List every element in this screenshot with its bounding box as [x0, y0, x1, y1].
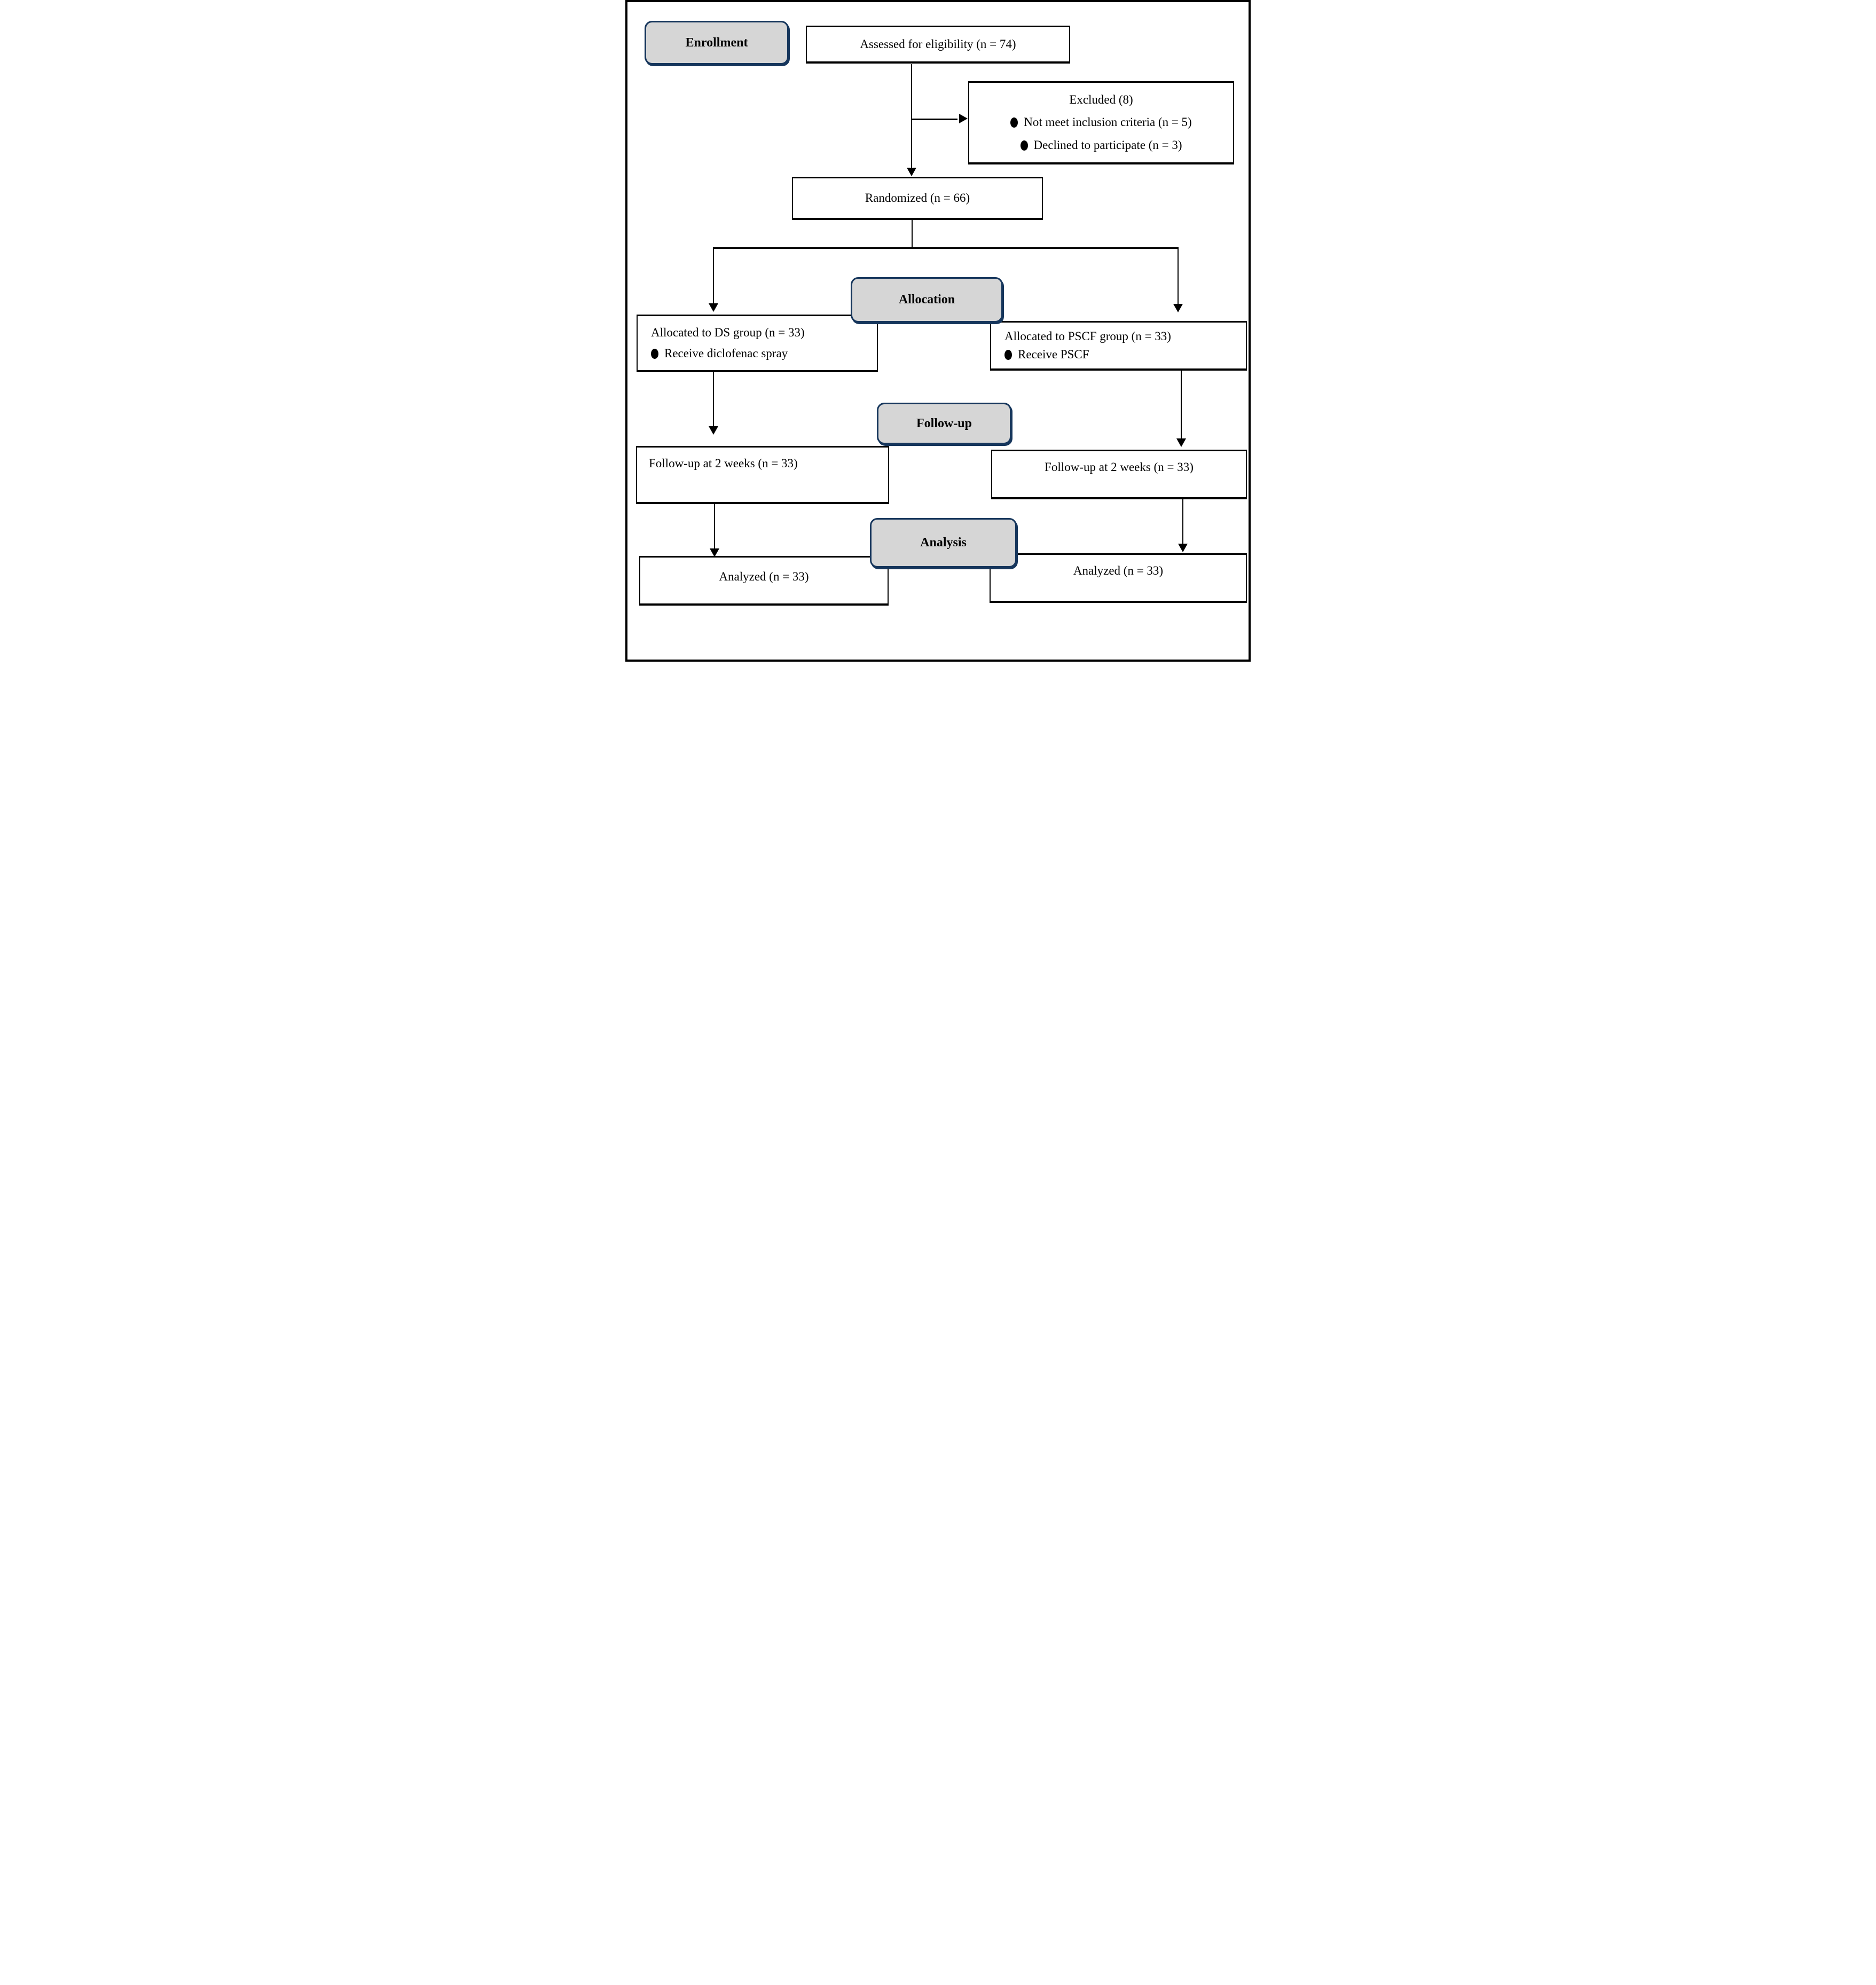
analyzed-right-box: Analyzed (n = 33)	[990, 553, 1247, 603]
arrowhead-down-icon	[710, 548, 719, 557]
arrowhead-down-icon	[1178, 544, 1188, 552]
allocated-ds-item-text: Receive diclofenac spray	[664, 346, 788, 360]
allocated-ds-box: Allocated to DS group (n = 33) Receive d…	[637, 315, 878, 372]
analyzed-left-box: Analyzed (n = 33)	[639, 556, 889, 606]
allocated-ds-item: Receive diclofenac spray	[651, 346, 872, 362]
excluded-item-text: Declined to participate (n = 3)	[1033, 138, 1182, 152]
bullet-icon	[1004, 349, 1012, 360]
excluded-item-text: Not meet inclusion criteria (n = 5)	[1024, 115, 1192, 129]
followup-left-box: Follow-up at 2 weeks (n = 33)	[636, 446, 889, 504]
connector-randomized-to-split	[912, 220, 913, 248]
bullet-icon	[651, 348, 658, 359]
excluded-item: Not meet inclusion criteria (n = 5)	[972, 115, 1230, 130]
allocated-pscf-box: Allocated to PSCF group (n = 33) Receive…	[990, 321, 1247, 371]
excluded-box: Excluded (8) Not meet inclusion criteria…	[968, 81, 1234, 164]
followup-left-text: Follow-up at 2 weeks (n = 33)	[649, 457, 798, 470]
randomized-box: Randomized (n = 66)	[792, 177, 1043, 220]
split-line	[713, 247, 1179, 249]
connector-alloc-to-followup-right	[1181, 371, 1182, 439]
stage-allocation-label: Allocation	[898, 293, 955, 307]
allocated-pscf-item-text: Receive PSCF	[1018, 347, 1089, 361]
arrowhead-down-icon	[709, 426, 718, 435]
stage-enrollment: Enrollment	[645, 21, 789, 65]
assessed-box: Assessed for eligibility (n = 74)	[806, 26, 1070, 64]
arrowhead-down-icon	[1176, 438, 1186, 447]
bullet-icon	[1010, 117, 1018, 128]
connector-followup-to-analysis-left	[714, 504, 715, 549]
connector-split-to-alloc-right	[1178, 247, 1179, 304]
arrowhead-down-icon	[1173, 304, 1183, 312]
randomized-text: Randomized (n = 66)	[865, 191, 970, 205]
excluded-item: Declined to participate (n = 3)	[972, 138, 1230, 153]
arrowhead-right-icon	[959, 114, 968, 123]
allocated-pscf-title: Allocated to PSCF group (n = 33)	[1004, 329, 1171, 343]
assessed-text: Assessed for eligibility (n = 74)	[860, 37, 1016, 51]
stage-followup: Follow-up	[877, 403, 1011, 444]
analyzed-left-text: Analyzed (n = 33)	[719, 570, 809, 583]
connector-split-to-alloc-left	[713, 247, 714, 304]
stage-followup-label: Follow-up	[916, 416, 972, 430]
arrowhead-down-icon	[907, 168, 916, 176]
stage-analysis-label: Analysis	[920, 536, 967, 550]
analyzed-right-text: Analyzed (n = 33)	[1073, 564, 1164, 577]
connector-followup-to-analysis-right	[1182, 499, 1183, 544]
followup-right-text: Follow-up at 2 weeks (n = 33)	[1045, 460, 1194, 474]
consort-flow-diagram: Assessed for eligibility (n = 74) Exclud…	[625, 0, 1251, 662]
arrowhead-down-icon	[709, 303, 718, 312]
excluded-title: Excluded (8)	[1069, 92, 1133, 106]
allocated-ds-title: Allocated to DS group (n = 33)	[651, 325, 805, 339]
connector-alloc-to-followup-left	[713, 372, 714, 427]
stage-allocation: Allocation	[851, 277, 1003, 323]
connector-assessed-to-randomized	[911, 64, 912, 169]
connector-branch-to-excluded	[912, 119, 957, 120]
stage-analysis: Analysis	[870, 518, 1017, 568]
stage-enrollment-label: Enrollment	[685, 35, 748, 50]
followup-right-box: Follow-up at 2 weeks (n = 33)	[991, 450, 1247, 499]
allocated-pscf-item: Receive PSCF	[1004, 347, 1241, 363]
bullet-icon	[1020, 140, 1028, 151]
